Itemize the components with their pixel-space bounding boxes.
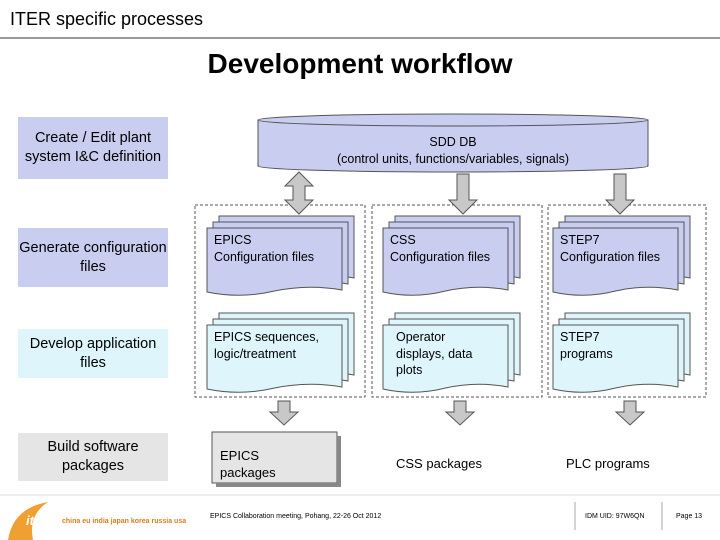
- database-name: SDD DB: [429, 135, 477, 149]
- footer-page-number: Page 13: [676, 513, 703, 520]
- config-doc-stack-step7: [552, 215, 691, 296]
- app-line: logic/treatment: [214, 346, 296, 361]
- package-line: PLC programs: [566, 456, 650, 471]
- header-divider: [0, 37, 720, 39]
- down-arrow-icon: [614, 400, 646, 426]
- iter-logo: [8, 502, 48, 540]
- footer-conference: EPICS Collaboration meeting, Pohang, 22-…: [210, 513, 382, 520]
- config-doc-stack-epics: [206, 215, 355, 296]
- document-sheet-icon: [382, 324, 509, 393]
- document-sheet-icon: [382, 227, 509, 296]
- header-title: ITER specific processes: [10, 9, 204, 29]
- config-title: EPICS: [214, 233, 252, 247]
- config-label-epics: EPICS Configuration files: [214, 232, 314, 265]
- package-line: EPICS: [220, 448, 260, 463]
- package-label-epics: EPICS packages: [220, 448, 276, 481]
- app-line: plots: [396, 363, 423, 377]
- database-cylinder-icon: [257, 113, 649, 173]
- app-label-css: Operator displays, data plots: [396, 329, 472, 379]
- down-arrow-icon: [444, 400, 476, 426]
- app-doc-stack-epics: [206, 312, 355, 393]
- package-line: packages: [220, 464, 276, 480]
- step-label: Develop application files: [29, 335, 157, 371]
- config-title: STEP7: [560, 233, 600, 247]
- app-label-epics: EPICS sequences, logic/treatment: [214, 329, 319, 362]
- step-label: Generate configuration files: [19, 239, 167, 275]
- document-sheet-icon: [206, 227, 343, 296]
- config-subtitle: Configuration files: [390, 249, 491, 264]
- config-label-css: CSS Configuration files: [390, 232, 490, 265]
- page-title: Development workflow: [207, 48, 513, 79]
- down-arrow-icon: [447, 173, 479, 215]
- document-sheet-icon: [206, 324, 343, 393]
- package-line: CSS packages: [396, 456, 482, 471]
- step-label: Create / Edit plant system I&C definitio…: [24, 130, 162, 165]
- app-line: programs: [560, 346, 613, 361]
- app-doc-stack-step7: [552, 312, 691, 393]
- config-label-step7: STEP7 Configuration files: [560, 232, 660, 265]
- database-label: SDD DB (control units, functions/variabl…: [258, 134, 648, 167]
- app-line: STEP7: [560, 330, 600, 344]
- step-generate-config: Generate configuration files: [18, 228, 168, 287]
- down-arrow-icon: [604, 173, 636, 215]
- config-subtitle: Configuration files: [214, 249, 315, 264]
- config-doc-stack-css: [382, 215, 521, 296]
- app-line: EPICS sequences,: [214, 330, 319, 344]
- step-build-packages: Build software packages: [18, 433, 168, 481]
- column-container-epics: [194, 204, 366, 398]
- app-label-step7: STEP7 programs: [560, 329, 613, 362]
- document-sheet-icon: [552, 227, 679, 296]
- footer-idm-uid: IDM UID: 97W6QN: [585, 513, 645, 520]
- config-subtitle: Configuration files: [560, 249, 661, 264]
- app-line: displays, data: [396, 346, 473, 361]
- step-create-edit-definition: Create / Edit plant system I&C definitio…: [18, 117, 168, 179]
- footer-countries: china eu india japan korea russia usa: [62, 518, 187, 525]
- double-arrow-icon: [283, 171, 315, 215]
- step-label: Build software packages: [47, 439, 139, 474]
- package-label-css: CSS packages: [396, 456, 482, 473]
- config-title: CSS: [390, 233, 416, 247]
- app-line: Operator: [396, 330, 446, 344]
- iter-logo-text: iter: [26, 513, 47, 528]
- document-sheet-icon: [552, 324, 679, 393]
- database-description: (control units, functions/variables, sig…: [336, 151, 570, 166]
- package-box-epics: [211, 431, 338, 484]
- down-arrow-icon: [268, 400, 300, 426]
- app-doc-stack-css: [382, 312, 521, 393]
- package-label-plc: PLC programs: [566, 456, 650, 473]
- step-develop-app: Develop application files: [18, 329, 168, 378]
